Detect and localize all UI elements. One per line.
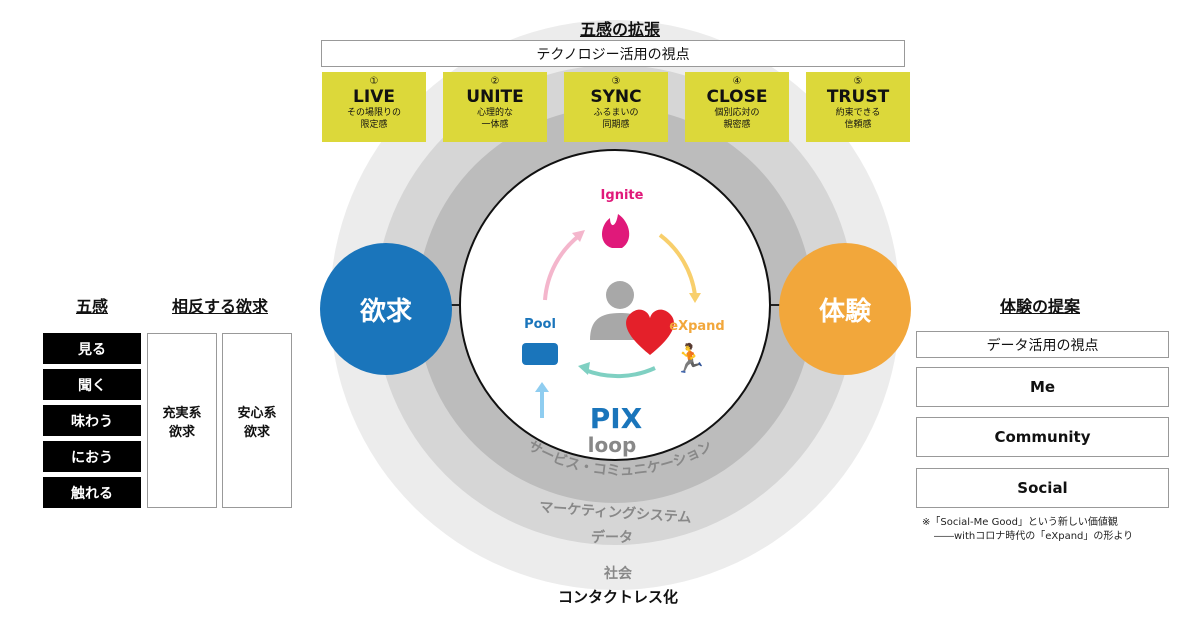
arrowhead <box>535 382 549 392</box>
proposal-title: 体験の提案 <box>999 297 1080 316</box>
arrowhead <box>578 362 590 375</box>
pool-label: Pool <box>524 317 556 332</box>
flame-icon <box>602 214 630 248</box>
card-number: ④ <box>732 76 742 87</box>
card-number: ① <box>369 76 379 87</box>
arrow-expand-pool <box>584 366 656 379</box>
desires-title: 相反する欲求 <box>171 297 268 316</box>
card-desc: 約束できる <box>835 108 881 118</box>
card-desc: 親密感 <box>723 120 751 130</box>
note-line2: ――withコロナ時代の「eXpand」の形より <box>934 531 1134 542</box>
card-title: CLOSE <box>706 87 768 107</box>
card-number: ⑤ <box>853 76 863 87</box>
desire-line: 欲求 <box>168 424 195 440</box>
ring3-label: 社会 <box>603 565 633 582</box>
tech-view-box: テクノロジー活用の視点 <box>321 40 905 67</box>
data-view-box: データ活用の視点 <box>916 331 1169 358</box>
runner-icon: 🏃 <box>673 342 708 375</box>
ignite-label: Ignite <box>601 188 644 203</box>
sense-item: 味わう <box>43 405 141 436</box>
card-title: SYNC <box>590 87 642 107</box>
experience-circle: 体験 <box>779 243 911 375</box>
desire-line: 充実系 <box>162 405 202 421</box>
pixloop-logo <box>585 400 647 455</box>
note-line1: ※「Social-Me Good」という新しい価値観 <box>922 517 1118 528</box>
desire-fulfillment: 充実系欲求 <box>147 333 217 508</box>
card-number: ③ <box>611 76 621 87</box>
card-desc: 一体感 <box>481 120 509 130</box>
senses-title: 五感 <box>75 297 108 316</box>
person-icon <box>606 281 634 309</box>
card-desc: 信頼感 <box>844 120 872 130</box>
arrow-pool-ignite <box>543 233 582 301</box>
desire-line: 安心系 <box>237 405 277 421</box>
contactless-label: コンタクトレス化 <box>558 588 678 606</box>
sense-item: 触れる <box>43 477 141 508</box>
card-desc: 同期感 <box>602 120 630 130</box>
footnote: ※「Social-Me Good」という新しい価値観 ――withコロナ時代の「… <box>922 516 1133 544</box>
card-title: UNITE <box>466 87 524 107</box>
desire-circle: 欲求 <box>320 243 452 375</box>
heart-icon <box>626 309 674 355</box>
pool-icon <box>522 343 558 365</box>
card-desc: 限定感 <box>360 120 388 130</box>
card-desc: 個別応対の <box>714 108 760 118</box>
arrowhead <box>572 230 585 242</box>
desire-security: 安心系欲求 <box>222 333 292 508</box>
card-title: LIVE <box>353 87 395 107</box>
card-title: TRUST <box>826 87 890 107</box>
sense-item: におう <box>43 441 141 472</box>
arrow-ignite-expand <box>658 233 697 296</box>
proposal-social: Social <box>916 468 1169 508</box>
expand-label: eXpand <box>669 319 724 334</box>
sense-item: 見る <box>43 333 141 364</box>
proposal-me: Me <box>916 367 1169 407</box>
card-desc: その場限りの <box>346 108 401 118</box>
sense-item: 聞く <box>43 369 141 400</box>
desire-line: 欲求 <box>243 424 270 440</box>
proposal-community: Community <box>916 417 1169 457</box>
card-desc: 心理的な <box>476 108 513 118</box>
card-desc: ふるまいの <box>593 108 639 118</box>
ring2-sub: データ <box>591 529 633 546</box>
logo-pix: PIX <box>590 402 643 435</box>
top-title: 五感の拡張 <box>579 20 660 39</box>
card-number: ② <box>490 76 500 87</box>
arrowhead <box>689 293 701 303</box>
logo-loop: loop <box>588 433 637 457</box>
